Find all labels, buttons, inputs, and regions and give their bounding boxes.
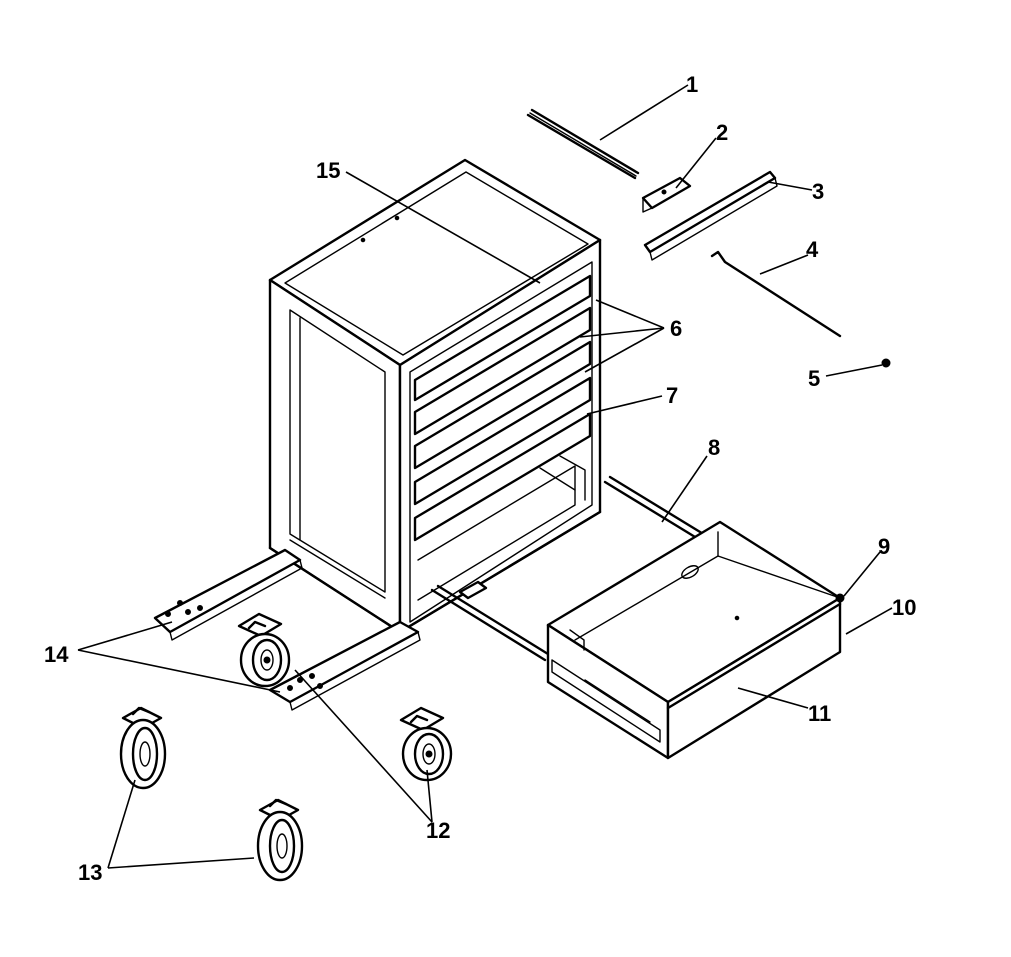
callout-1: 1 <box>686 72 698 97</box>
callout-10: 10 <box>892 595 916 620</box>
drawer <box>546 520 845 760</box>
callout-5: 5 <box>808 366 820 391</box>
caster-12b <box>399 706 453 782</box>
bracket <box>641 176 692 213</box>
callout-8: 8 <box>708 435 720 460</box>
callout-6: 6 <box>670 316 682 341</box>
caster-13a <box>119 706 167 790</box>
callout-9: 9 <box>878 534 890 559</box>
caster-mounting-plates <box>153 548 421 711</box>
caster-12a <box>237 612 291 688</box>
rail <box>643 170 778 261</box>
leader-lines <box>77 84 893 869</box>
callout-3: 3 <box>812 179 824 204</box>
callout-15: 15 <box>316 158 340 183</box>
callout-12: 12 <box>426 818 450 843</box>
drawer-handle <box>526 108 640 180</box>
callout-11: 11 <box>808 701 831 726</box>
lock-rod <box>710 250 842 338</box>
callout-2: 2 <box>716 120 728 145</box>
callout-14: 14 <box>44 642 69 667</box>
callout-4: 4 <box>806 237 819 262</box>
callout-13: 13 <box>78 860 102 885</box>
screw <box>881 358 891 368</box>
caster-13b <box>256 798 304 882</box>
drawer-slides <box>430 475 707 662</box>
casters <box>119 612 453 882</box>
callout-labels: 1 2 3 4 5 6 7 8 9 10 11 12 13 14 15 <box>44 72 916 885</box>
cabinet-body <box>268 158 602 634</box>
callout-7: 7 <box>666 383 678 408</box>
